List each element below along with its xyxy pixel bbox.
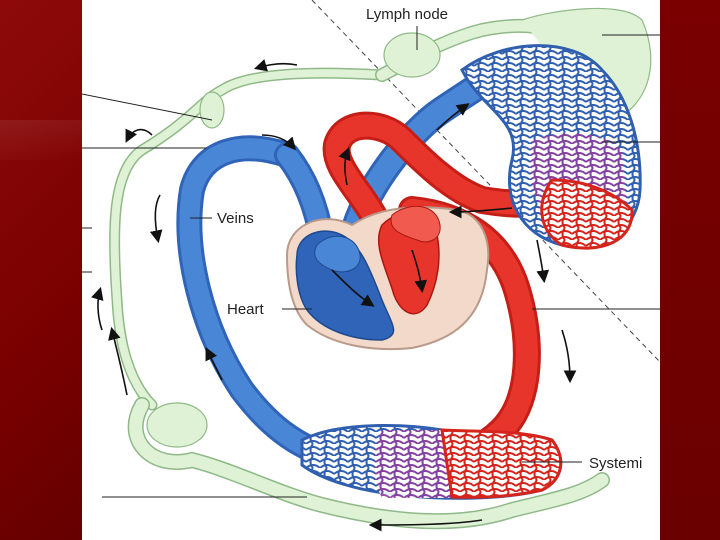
arrow-lymph-bottom (368, 518, 483, 532)
arrow-pulmonary (436, 103, 470, 131)
arrow-heart-left (411, 249, 428, 294)
arrow-heart-right (331, 269, 375, 307)
heart (285, 205, 490, 351)
lymph-node-label: Lymph node (366, 6, 449, 23)
divider-dashed-line (311, 0, 660, 363)
arrow-artery-right (561, 329, 577, 384)
heart-label: Heart (227, 301, 264, 318)
arrow-lymph-left (91, 286, 104, 331)
arrow-lymph-upper-left (125, 128, 153, 143)
circulation-diagram: Lymph node Veins Heart Systemi s (82, 0, 660, 540)
leader-lines (82, 26, 660, 498)
systemic-label: Systemi (589, 455, 643, 472)
systemic-capillary-bed (300, 424, 563, 500)
arrow-aorta (338, 147, 351, 186)
slide-frame-right (660, 0, 720, 540)
veins-label: Veins (217, 210, 254, 227)
lymph-node-shape (383, 32, 441, 78)
arrow-artery-down (536, 239, 550, 284)
slide-frame-left (0, 0, 82, 540)
arrow-vein-top (261, 134, 297, 151)
arrow-lymph-top (253, 59, 298, 72)
arrow-vein-lower (205, 347, 223, 381)
lung-capillary-bed (460, 44, 642, 250)
arrow-pulmonary-return (448, 205, 513, 219)
arrow-veins-left (149, 194, 163, 244)
arrow-lymph-lower-left (108, 326, 128, 396)
diagram-svg (82, 0, 660, 532)
flow-arrows (91, 59, 577, 532)
